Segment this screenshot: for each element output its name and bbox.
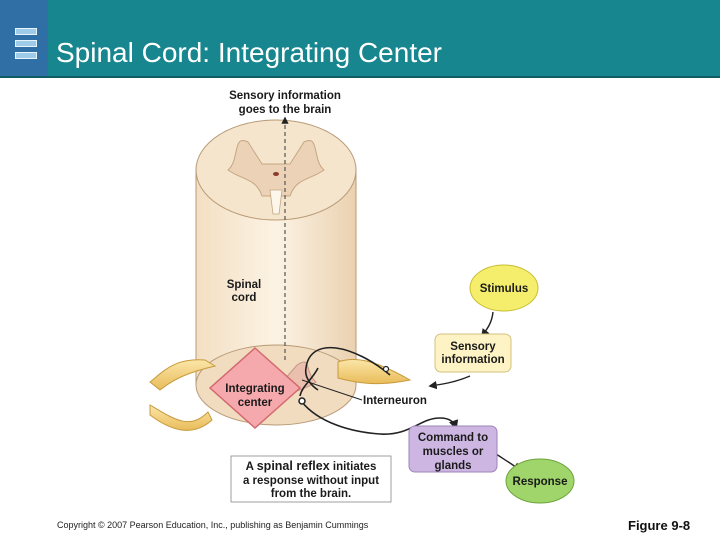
command-label-line3: glands — [434, 460, 471, 472]
response-node — [505, 458, 575, 504]
upper-ventral-fissure — [269, 189, 283, 215]
command-label-line1: Command to — [418, 432, 488, 444]
interneuron-path — [299, 367, 319, 397]
response-label: Response — [513, 476, 568, 488]
motor-neuron-body — [298, 397, 306, 405]
spinal-cord-label-line1: Spinal — [227, 279, 262, 291]
caption-line1: A spinal reflex initiates — [246, 459, 377, 473]
caption-prefix: A — [246, 461, 257, 473]
arrow-sensory-to-cord — [428, 375, 471, 390]
interneuron-pointer — [301, 379, 363, 401]
caption-box — [230, 455, 392, 503]
caption-suffix: initiates — [330, 461, 377, 473]
spinal-cord-label-line2: cord — [232, 292, 257, 304]
central-canal — [273, 172, 279, 176]
top-label-line2: goes to the brain — [239, 104, 332, 116]
arrow-stimulus-to-sensory — [480, 311, 494, 338]
interneuron-label: Interneuron — [363, 395, 427, 407]
integrating-center-diamond — [208, 346, 302, 430]
sensory-information-box — [434, 333, 512, 373]
stimulus-node — [469, 264, 539, 312]
top-label-line1: Sensory information — [229, 90, 341, 102]
title-divider — [0, 76, 720, 78]
slide-title: Spinal Cord: Integrating Center — [56, 37, 442, 68]
dorsal-root-ganglion — [337, 359, 412, 385]
command-box — [408, 425, 498, 473]
sensory-info-label-line2: information — [441, 354, 504, 366]
integrating-center-label-line1: Integrating — [225, 383, 284, 395]
caption-line2: a response without input — [243, 475, 379, 487]
sensory-neuron-body — [382, 365, 390, 373]
slide-logo-icon — [0, 0, 48, 76]
copyright-footer: Copyright © 2007 Pearson Education, Inc.… — [57, 520, 369, 530]
sensory-info-label-line1: Sensory — [450, 341, 496, 353]
motor-nerve — [149, 404, 213, 431]
figure-number: Figure 9-8 — [628, 518, 691, 533]
integrating-center-label-line2: center — [238, 397, 273, 409]
caption-bold-term: spinal reflex — [257, 459, 330, 473]
stimulus-label: Stimulus — [480, 283, 529, 295]
sensory-nerve — [149, 359, 217, 391]
caption-line3: from the brain. — [271, 488, 352, 500]
motor-neuron-path — [301, 401, 459, 435]
command-label-line2: muscles or — [423, 446, 484, 458]
grey-matter-upper — [227, 140, 325, 197]
title-bar — [0, 0, 720, 76]
